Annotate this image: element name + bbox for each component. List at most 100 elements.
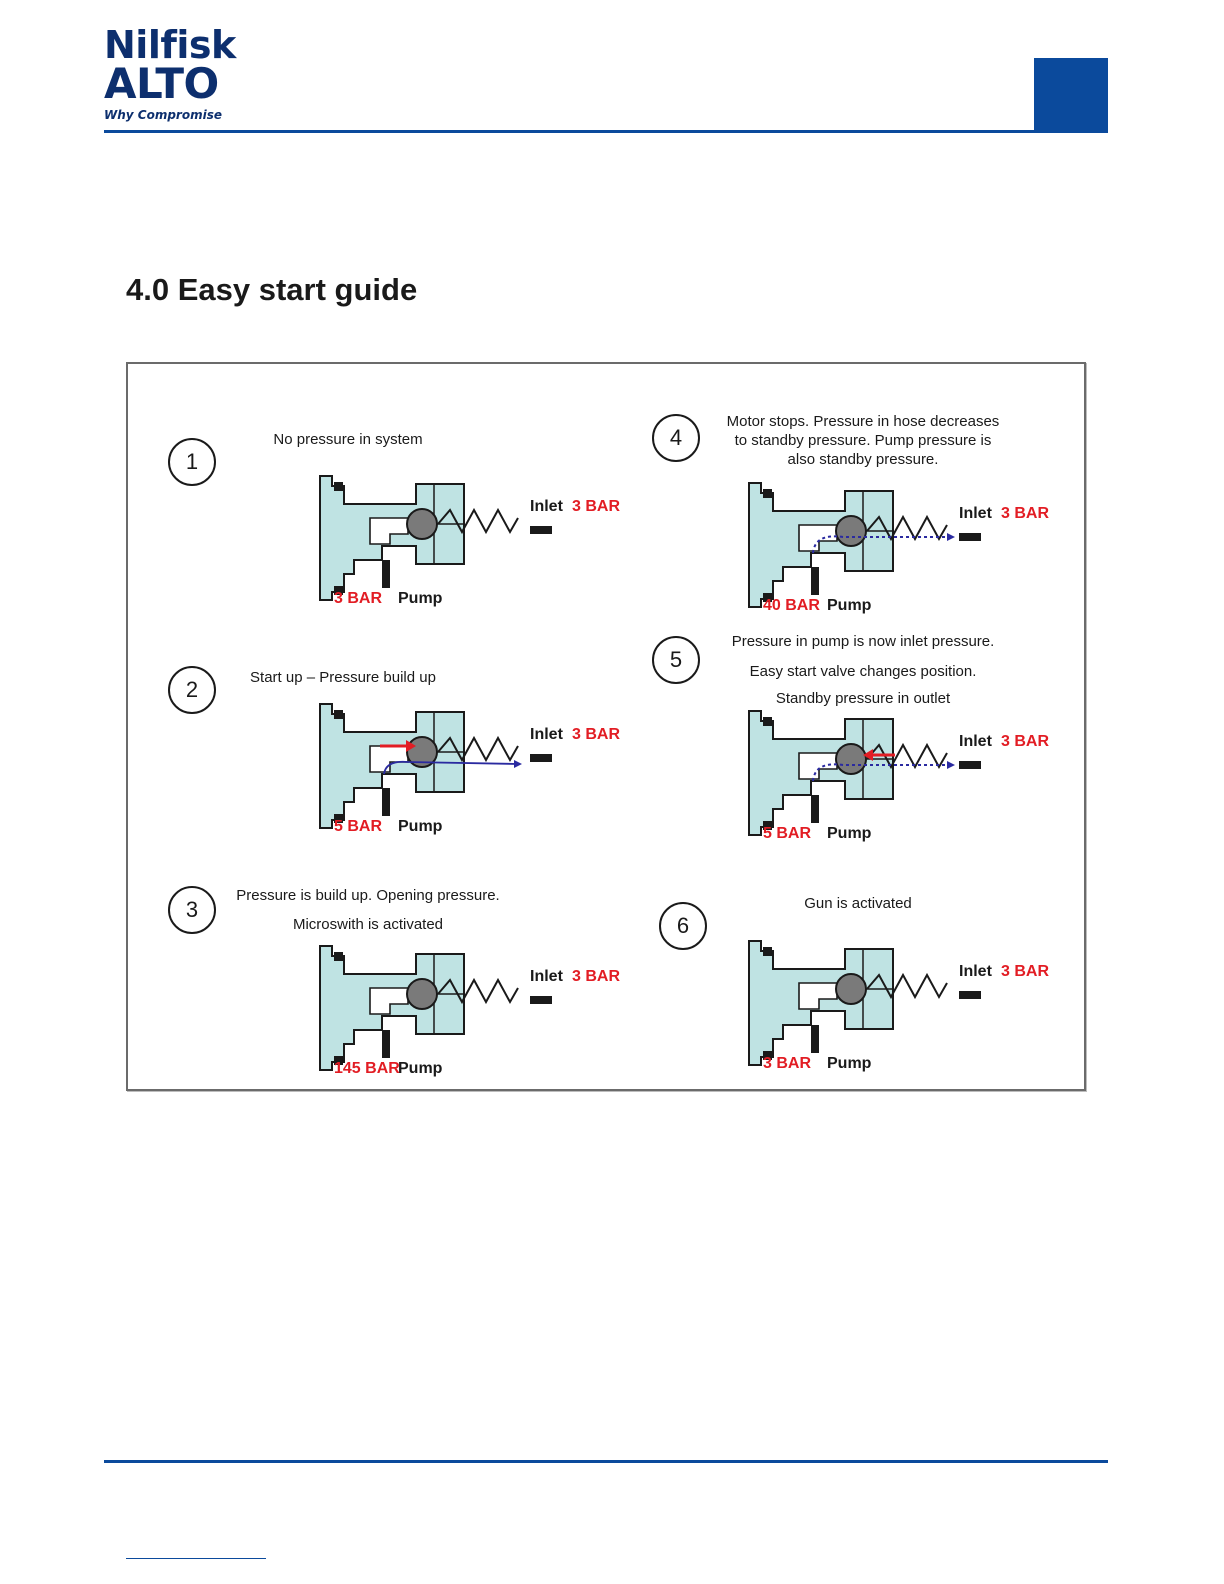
pump-pressure-value: 40 BAR [763, 597, 820, 614]
step-4-caption-line-3: also standby pressure. [787, 451, 939, 468]
valve-ball [406, 736, 438, 768]
valve-seal-top [334, 710, 343, 719]
step-6-number: 6 [659, 902, 707, 950]
inlet-pressure-value: 3 BAR [1001, 963, 1050, 980]
step-3-caption-line-2: Microswith is activated [292, 916, 444, 933]
inlet-pressure-value: 3 BAR [572, 968, 621, 985]
valve-seal-top [763, 717, 772, 726]
pump-label: Pump [398, 590, 443, 607]
valve-seal-top [334, 482, 343, 491]
pump-pressure-value: 145 BAR [334, 1060, 400, 1077]
step-3-number: 3 [168, 886, 216, 934]
valve-ball [406, 978, 438, 1010]
valve-spring [866, 742, 948, 770]
step-5-number: 5 [652, 636, 700, 684]
inlet-plug [959, 991, 981, 999]
step-5-caption-line-1: Pressure in pump is now inlet pressure. [731, 633, 995, 650]
valve-seal-bottom [763, 593, 772, 602]
step-4-number: 4 [652, 414, 700, 462]
pump-pressure-value: 3 BAR [334, 590, 383, 607]
step-3-caption-line-1: Pressure is build up. Opening pressure. [236, 887, 500, 904]
inlet-plug [959, 761, 981, 769]
inlet-pressure-value: 3 BAR [572, 726, 621, 743]
valve-seal-top [763, 947, 772, 956]
step-1-caption: No pressure in system [248, 430, 448, 449]
pump-pressure-value: 5 BAR [334, 818, 383, 835]
inlet-pressure-value: 3 BAR [572, 498, 621, 515]
step-2-number: 2 [168, 666, 216, 714]
step-5-caption: Pressure in pump is now inlet pressure. … [708, 632, 1018, 708]
valve-body [319, 475, 465, 601]
flow-line [383, 760, 519, 775]
step-4-caption: Motor stops. Pressure in hose decreases … [708, 412, 1018, 469]
step-6-caption-line-1: Gun is activated [804, 895, 912, 912]
valve-seal-top [334, 952, 343, 961]
valve-ball [835, 973, 867, 1005]
pump-label: Pump [827, 825, 872, 842]
valve-drawing [319, 475, 552, 601]
valve-body [748, 940, 894, 1066]
pump-stem [382, 1030, 390, 1058]
valve-drawing [748, 482, 981, 608]
valve-spring [866, 972, 948, 1000]
step-5-valve-diagram: Inlet 3 BAR 5 BAR Pump [747, 709, 1067, 849]
inlet-plug [530, 526, 552, 534]
valve-seal-bottom [763, 821, 772, 830]
valve-spring [437, 977, 519, 1005]
logo-wordmark-alto: ALTO [104, 59, 219, 108]
valve-body [319, 703, 465, 829]
step-2-caption: Start up – Pressure build up [238, 668, 448, 687]
valve-seal-bottom [334, 814, 343, 823]
inlet-label: Inlet [959, 505, 992, 522]
step-1-caption-line-1: No pressure in system [273, 431, 423, 448]
step-6-valve-diagram: Inlet 3 BAR 3 BAR Pump [747, 939, 1067, 1079]
pump-stem [811, 1025, 819, 1053]
section-title: 4.0 Easy start guide [126, 272, 418, 307]
inlet-label: Inlet [959, 733, 992, 750]
valve-body [319, 945, 465, 1071]
step-5-caption-line-2: Easy start valve changes position. [749, 663, 977, 680]
pump-stem [382, 560, 390, 588]
pump-label: Pump [398, 1060, 443, 1077]
step-3-caption: Pressure is build up. Opening pressure. … [220, 886, 516, 934]
pump-stem [382, 788, 390, 816]
inlet-plug [530, 996, 552, 1004]
header-corner-block [1034, 58, 1108, 133]
step-4-caption-line-2: to standby pressure. Pump pressure is [734, 432, 992, 449]
footer-rule [104, 1460, 1108, 1463]
pump-label: Pump [398, 818, 443, 835]
valve-seal-top [763, 489, 772, 498]
inlet-plug [530, 754, 552, 762]
valve-body [748, 482, 894, 608]
step-4-valve-diagram: Inlet 3 BAR 40 BAR Pump [747, 481, 1067, 621]
valve-spring [437, 507, 519, 535]
pump-pressure-value: 5 BAR [763, 825, 812, 842]
pump-stem [811, 795, 819, 823]
valve-drawing [319, 703, 552, 829]
logo-wordmark-nilfisk: Nilfisk [104, 23, 236, 67]
valve-drawing [748, 710, 981, 836]
inlet-label: Inlet [530, 968, 563, 985]
valve-ball [406, 508, 438, 540]
inlet-pressure-value: 3 BAR [1001, 733, 1050, 750]
valve-body [748, 710, 894, 836]
valve-ball [835, 743, 867, 775]
valve-seal-bottom [334, 1056, 343, 1065]
inlet-label: Inlet [530, 726, 563, 743]
valve-spring [437, 735, 519, 763]
logo-tagline: Why Compromise [104, 108, 222, 122]
inlet-label: Inlet [530, 498, 563, 515]
pump-label: Pump [827, 597, 872, 614]
valve-ball [835, 515, 867, 547]
pump-label: Pump [827, 1055, 872, 1072]
step-1-valve-diagram: Inlet 3 BAR 3 BAR Pump [318, 474, 638, 614]
inlet-label: Inlet [959, 963, 992, 980]
valve-drawing [319, 945, 552, 1071]
step-5-caption-line-3: Standby pressure in outlet [775, 690, 951, 707]
pump-pressure-value: 3 BAR [763, 1055, 812, 1072]
flow-line [812, 535, 951, 554]
inlet-pressure-value: 3 BAR [1001, 505, 1050, 522]
valve-seal-bottom [334, 586, 343, 595]
